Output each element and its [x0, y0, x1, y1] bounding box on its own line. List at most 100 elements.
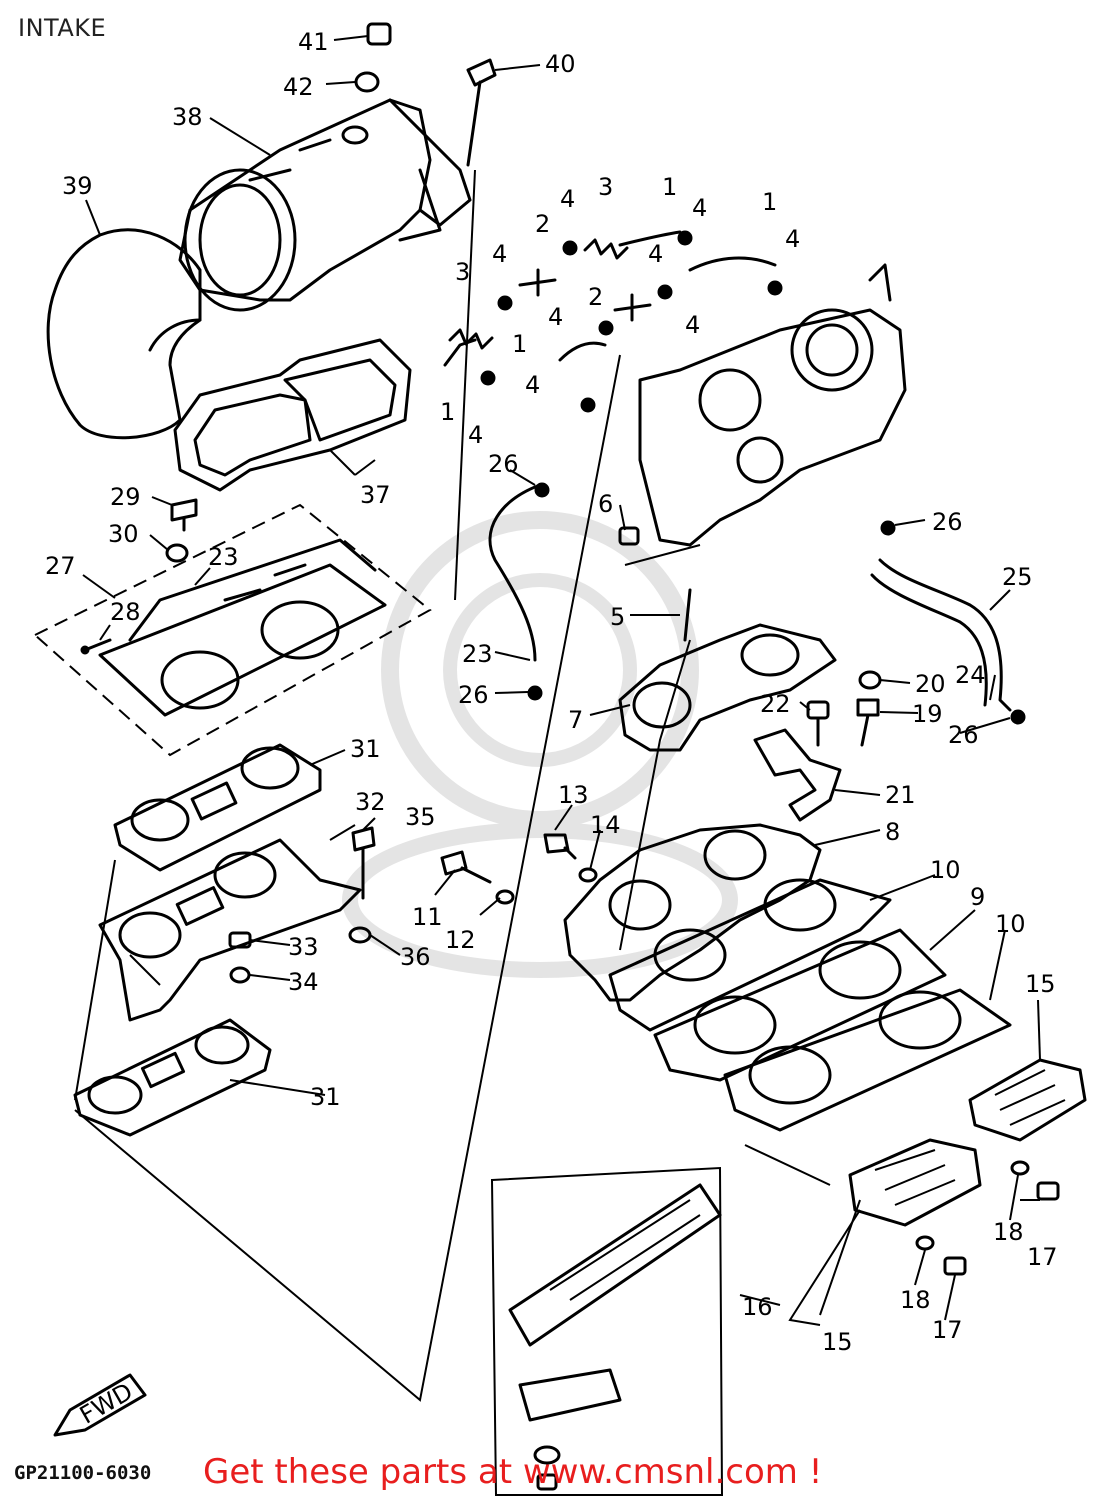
callout-1-d: 1 [440, 398, 455, 426]
callout-26-upper-left: 26 [488, 450, 519, 478]
callout-16: 16 [742, 1293, 773, 1321]
spacer-part-32 [98, 838, 362, 1022]
callout-8: 8 [885, 818, 900, 846]
nut-part-6 [618, 526, 640, 546]
callout-34: 34 [288, 968, 319, 996]
callout-17-lower: 17 [932, 1316, 963, 1344]
callout-31-top: 31 [350, 735, 381, 763]
gasket-part-31-bottom [73, 1018, 272, 1137]
hose-part-1-b [688, 256, 777, 272]
callout-9: 9 [970, 883, 985, 911]
drawing-code: GP21100-6030 [14, 1462, 152, 1484]
callout-labels: 41 42 38 39 40 37 29 30 23 27 28 31 32 3… [45, 28, 1058, 1356]
gasket-part-7 [618, 623, 837, 752]
stud-part-5 [683, 588, 692, 642]
reed-valve-part-15-upper [968, 1058, 1087, 1142]
bolt-part-40 [466, 58, 497, 167]
bolt-part-22 [806, 700, 830, 747]
hose-part-24-25 [870, 558, 1012, 712]
promo-link[interactable]: Get these parts at www.cmsnl.com ! [203, 1452, 823, 1492]
callout-3-upper: 3 [598, 173, 613, 201]
callout-14: 14 [590, 811, 621, 839]
assembly-alignment-lines [74, 169, 861, 1402]
gasket-part-31-top [113, 743, 322, 872]
washer-part-18-upper [1010, 1160, 1030, 1176]
callout-18-lower: 18 [900, 1286, 931, 1314]
callout-5: 5 [610, 603, 625, 631]
callout-40: 40 [545, 50, 576, 78]
coil-spring-part-3-a [583, 238, 629, 260]
callout-10-front: 10 [930, 856, 961, 884]
hose-part-23 [488, 483, 542, 662]
washer-part-30 [165, 543, 189, 563]
callout-6: 6 [598, 490, 613, 518]
callout-12: 12 [445, 926, 476, 954]
bolt-part-17-lower [943, 1256, 967, 1276]
washer-part-14 [578, 867, 598, 883]
joint-part-2-b [613, 293, 652, 322]
callout-4-g: 4 [468, 421, 483, 449]
callout-2-upper: 2 [535, 210, 550, 238]
callout-4-i: 4 [648, 240, 663, 268]
intake-manifold-part-8 [563, 823, 822, 1002]
gasket-part-10-rear [723, 988, 1012, 1132]
hose-part-1-d [443, 338, 477, 367]
callout-32: 32 [355, 788, 386, 816]
screw-part-28 [80, 638, 112, 655]
cap-part-41 [366, 22, 392, 46]
bolt-part-13 [543, 833, 577, 860]
callout-26-lower-left: 26 [458, 681, 489, 709]
callout-31-bottom: 31 [310, 1083, 341, 1111]
stud-bolt-part-35 [351, 826, 376, 900]
gasket-part-37 [173, 338, 412, 492]
callout-27: 27 [45, 552, 76, 580]
callout-19: 19 [912, 700, 943, 728]
callout-1-a: 1 [662, 173, 677, 201]
callout-13: 13 [558, 781, 589, 809]
callout-11: 11 [412, 903, 443, 931]
washer-part-18-lower [915, 1235, 935, 1251]
callout-35: 35 [405, 803, 436, 831]
clips-part-4 [480, 230, 783, 413]
callout-20: 20 [915, 670, 946, 698]
clamps-part-26 [527, 482, 1026, 725]
callout-4-c: 4 [785, 225, 800, 253]
callout-1-b: 1 [762, 188, 777, 216]
callout-36: 36 [400, 943, 431, 971]
washer-part-42 [354, 71, 380, 93]
callout-10-rear: 10 [995, 910, 1026, 938]
bolt-part-19 [856, 698, 880, 747]
callout-4-h: 4 [525, 371, 540, 399]
callout-37: 37 [360, 481, 391, 509]
bolt-part-17-upper [1036, 1181, 1060, 1201]
callout-2-lower: 2 [588, 283, 603, 311]
intake-duct-part-39 [46, 228, 202, 440]
callout-leader-lines [82, 35, 1041, 1326]
callout-21: 21 [885, 781, 916, 809]
washer-part-12 [495, 889, 515, 905]
callout-23: 23 [462, 640, 493, 668]
callout-26-right: 26 [932, 508, 963, 536]
callout-28: 28 [110, 598, 141, 626]
washer-part-36 [348, 926, 372, 944]
hose-part-1-c [558, 341, 607, 362]
hose-part-1-a [618, 230, 682, 247]
intake-cover-part-27 [33, 503, 432, 757]
callout-4-a: 4 [560, 185, 575, 213]
page-title: INTAKE [18, 14, 107, 42]
callout-33: 33 [288, 933, 319, 961]
callout-18-upper: 18 [993, 1218, 1024, 1246]
callout-15-upper: 15 [1025, 970, 1056, 998]
callout-42: 42 [283, 73, 314, 101]
callout-29: 29 [110, 483, 141, 511]
fwd-badge-text: FWD [75, 1377, 138, 1429]
callout-4-b: 4 [692, 194, 707, 222]
callout-7: 7 [568, 706, 583, 734]
callout-17-upper: 17 [1027, 1243, 1058, 1271]
reed-valve-part-15-lower [848, 1138, 982, 1227]
bolt-part-29 [170, 498, 198, 532]
coil-spring-part-3-b [448, 328, 494, 350]
bolt-part-11 [440, 850, 492, 884]
intake-silencer-part-38 [178, 98, 472, 312]
